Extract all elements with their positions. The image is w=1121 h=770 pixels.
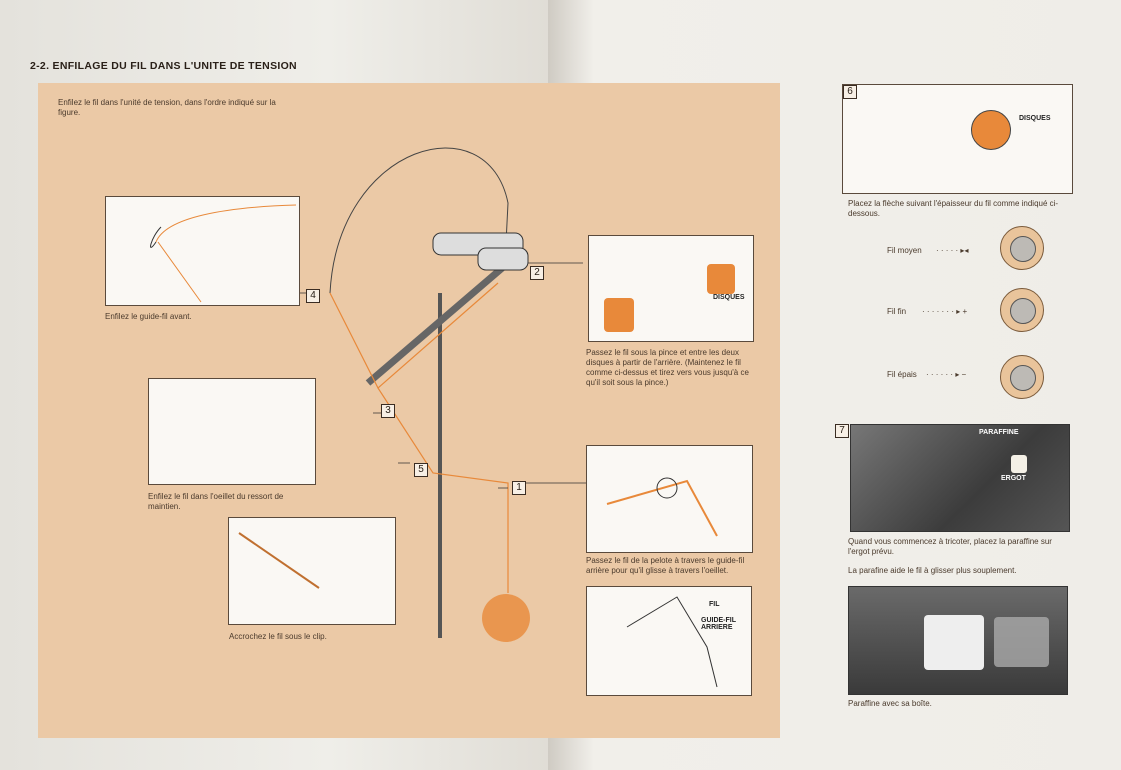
label-ergot: ERGOT [1001,475,1026,482]
figure-thread-guide-rear: FIL GUIDE-FIL ARRIERE [586,586,752,696]
label-fil: FIL [709,601,720,608]
figure-disques: 6 DISQUES [842,84,1073,194]
dial-label-medium: Fil moyen [887,246,922,255]
step-4: 4 [306,289,320,303]
dial-marker: · · · · · ▸◂ [936,246,969,255]
dial-label-fine: Fil fin [887,307,907,316]
caption-paraffin-box: Paraffine avec sa boîte. [848,699,932,708]
paraffin-icon [1011,455,1027,473]
caption-paraffin-help: La parafine aide le fil à glisser plus s… [848,566,1017,575]
figure-front-guide [105,196,300,306]
figure-clip [228,517,396,625]
disc-icon [971,110,1011,150]
caption-tension-discs: Passez le fil sous la pince et entre les… [586,348,749,387]
paraffin-icon [924,615,984,670]
step-5: 5 [414,463,428,477]
dial-thick-icon [1000,355,1044,399]
label-disques: DISQUES [713,294,745,301]
label-guide-arriere: GUIDE-FIL ARRIERE [701,617,736,631]
dial-marker: · · · · · · ▸ − [926,370,967,379]
caption-clip: Accrochez le fil sous le clip. [229,632,327,641]
caption-arrow: Placez la flèche suivant l'épaisseur du … [848,199,1059,218]
step-3: 3 [381,404,395,418]
dial-label-thick: Fil épais [887,370,917,379]
disc-icon [604,298,634,332]
step-2: 2 [530,266,544,280]
step-6: 6 [843,85,857,99]
step-7: 7 [835,424,849,438]
yarn-ball-icon [482,594,530,642]
box-icon [994,617,1049,667]
intro-text: Enfilez le fil dans l'unité de tension, … [58,98,276,117]
photo-paraffin-ergot: PARAFFINE ERGOT [850,424,1070,532]
caption-front-guide: Enfilez le guide-fil avant. [105,312,192,321]
figure-spring-eyelet [148,378,316,485]
section-title: 2-2. ENFILAGE DU FIL DANS L'UNITE DE TEN… [30,60,297,72]
step-1: 1 [512,481,526,495]
figure-tension-discs: DISQUES [588,235,754,342]
caption-spring-eyelet: Enfilez le fil dans l'oeillet du ressort… [148,492,284,511]
label-disques: DISQUES [1019,115,1051,122]
caption-rear-guide: Passez le fil de la pelote à travers le … [586,556,745,575]
photo-paraffin-box [848,586,1068,695]
dial-fine-icon [1000,288,1044,332]
disc-icon [707,264,735,294]
figure-rear-guide [586,445,753,553]
dial-medium-icon [1000,226,1044,270]
label-paraffine: PARAFFINE [979,429,1019,436]
caption-paraffin: Quand vous commencez à tricoter, placez … [848,537,1052,556]
dial-marker: · · · · · · · ▸ + [922,307,968,316]
